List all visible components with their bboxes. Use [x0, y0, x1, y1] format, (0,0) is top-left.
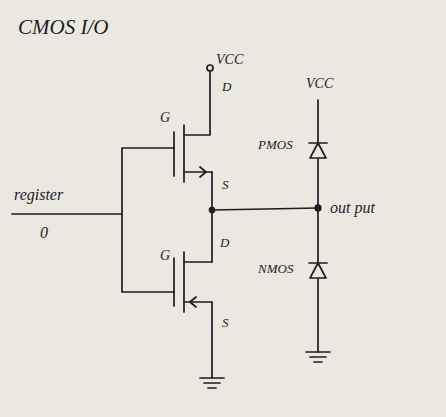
pin-label: G — [160, 248, 170, 263]
pmos-transistor — [174, 65, 213, 182]
nmos-transistor-stroke — [200, 378, 224, 388]
protection-diodes-stroke — [309, 262, 327, 264]
nmos-transistor — [174, 252, 224, 388]
protection-diodes — [306, 100, 330, 362]
pin-label: S — [222, 178, 229, 192]
signal-value: 0 — [40, 224, 48, 242]
nmos-transistor-stroke — [211, 302, 213, 378]
gate-wire-stroke — [122, 148, 174, 292]
nmos-transistor-stroke — [183, 252, 185, 312]
pmos-transistor-stroke — [207, 65, 213, 71]
gate-wire-stroke — [12, 213, 122, 215]
pin-label: G — [160, 110, 170, 125]
output-wire-stroke — [211, 172, 213, 262]
nmos-transistor-stroke — [184, 261, 212, 263]
pmos-transistor-stroke — [173, 132, 175, 176]
protection-diodes-stroke — [317, 100, 319, 352]
gate-wire — [12, 148, 174, 292]
pin-label: S — [222, 316, 229, 330]
protection-diodes-stroke — [306, 352, 330, 362]
nmos-transistor-stroke — [184, 301, 212, 303]
output-wire — [210, 172, 321, 262]
diagram-title: CMOS I/O — [18, 16, 108, 39]
supply-label: VCC — [216, 52, 243, 67]
protection-diodes-stroke — [310, 143, 326, 158]
nmos-transistor-stroke — [173, 258, 175, 306]
signal-label: out put — [330, 199, 375, 217]
output-wire-stroke — [212, 208, 318, 210]
diode-label: PMOS — [258, 138, 293, 152]
pmos-transistor-stroke — [183, 125, 185, 182]
nmos-transistor-stroke — [190, 297, 196, 307]
pin-label: D — [222, 80, 231, 94]
supply-label: VCC — [306, 76, 333, 91]
pmos-transistor-stroke — [184, 171, 212, 173]
pmos-transistor-stroke — [184, 71, 210, 135]
pin-label: D — [220, 236, 229, 250]
protection-diodes-stroke — [309, 142, 327, 144]
signal-label: register — [14, 186, 63, 204]
protection-diodes-stroke — [310, 263, 326, 278]
diode-label: NMOS — [258, 262, 293, 276]
pmos-transistor-stroke — [200, 167, 206, 177]
